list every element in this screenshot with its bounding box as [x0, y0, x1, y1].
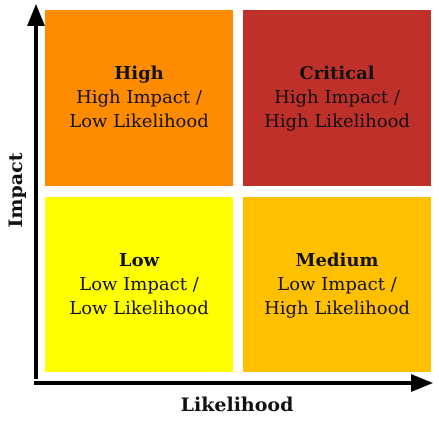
quadrant-low-desc-line1: Low Impact / — [79, 273, 199, 295]
quadrant-medium-desc-line1: Low Impact / — [277, 273, 397, 295]
quadrant-medium: Medium Low Impact / High Likelihood — [243, 197, 431, 372]
y-axis-arrowhead — [27, 4, 45, 26]
quadrant-medium-title: Medium — [295, 249, 379, 271]
x-axis-label: Likelihood — [180, 394, 294, 416]
quadrant-high-title: High — [114, 63, 164, 84]
quadrant-low-title: Low — [118, 249, 160, 271]
quadrant-critical-title: Critical — [299, 63, 375, 84]
quadrant-low: Low Low Impact / Low Likelihood — [45, 197, 233, 372]
quadrant-high-desc-line2: Low Likelihood — [69, 111, 209, 132]
x-axis-arrowhead — [411, 374, 433, 392]
quadrant-high: High High Impact / Low Likelihood — [45, 10, 233, 186]
quadrant-critical: Critical High Impact / High Likelihood — [243, 10, 431, 186]
quadrant-high-desc-line1: High Impact / — [76, 87, 202, 108]
quadrant-low-desc-line2: Low Likelihood — [69, 297, 209, 319]
quadrant-critical-desc-line2: High Likelihood — [264, 111, 410, 132]
quadrant-critical-desc-line1: High Impact / — [274, 87, 400, 108]
quadrant-medium-desc-line2: High Likelihood — [264, 297, 410, 319]
y-axis-label: Impact — [5, 152, 27, 228]
